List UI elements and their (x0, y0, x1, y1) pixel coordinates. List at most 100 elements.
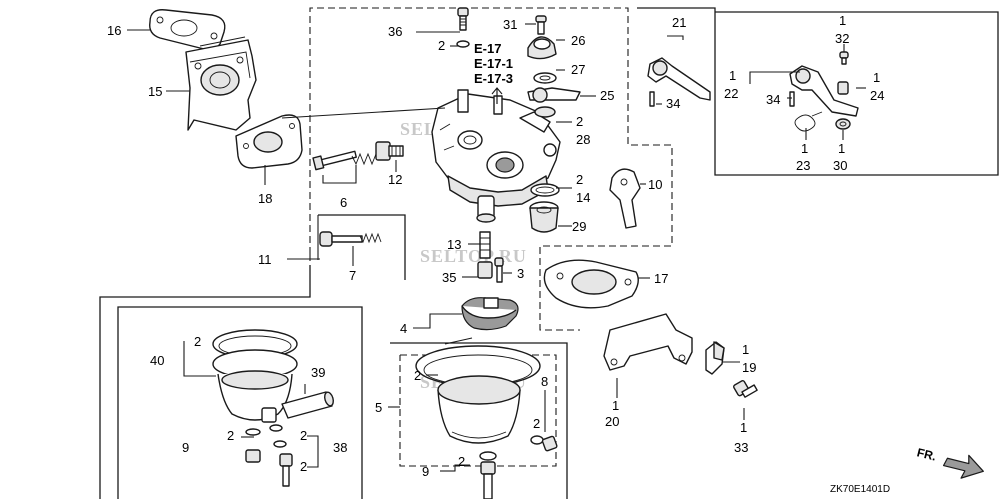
part-12-screw (375, 141, 404, 161)
callout-14: 14 (576, 190, 590, 205)
part-18-gasket (235, 114, 303, 169)
callout-29: 29 (572, 219, 586, 234)
callout-25: 25 (600, 88, 614, 103)
part-3-screw (494, 257, 504, 283)
callout-2-for-40: 2 (194, 334, 201, 349)
part-36-screw (457, 7, 469, 31)
ref-e-17: E-17 (474, 41, 501, 56)
part-26-cap (527, 36, 557, 60)
callout-6: 6 (340, 195, 347, 210)
callout-2-for-5: 2 (414, 368, 421, 383)
part-4-float (444, 297, 519, 345)
part-8-drain-screw (530, 435, 558, 452)
callout-17: 17 (654, 271, 668, 286)
callout-1-for-24: 1 (873, 70, 880, 85)
callout-1-for-19: 1 (742, 342, 749, 357)
part-14-o-ring (530, 183, 560, 197)
callout-9-left: 9 (182, 440, 189, 455)
callout-2-for-36: 2 (438, 38, 445, 53)
callout-2-for-9-left: 2 (227, 428, 234, 443)
diagram-code: ZK70E1401D (830, 484, 890, 495)
ref-e-17-3: E-17-3 (474, 71, 513, 86)
ref-e-17-1: E-17-1 (474, 56, 513, 71)
part-10-clip (609, 168, 641, 229)
callout-35: 35 (442, 270, 456, 285)
callout-19: 19 (742, 360, 756, 375)
callout-8: 8 (541, 374, 548, 389)
callout-40: 40 (150, 353, 164, 368)
callout-22: 22 (724, 86, 738, 101)
callout-2-for-28: 2 (576, 114, 583, 129)
callout-34-left: 34 (666, 96, 680, 111)
callout-2-for-14: 2 (576, 172, 583, 187)
callout-39: 39 (311, 365, 325, 380)
callout-1-for-22: 1 (729, 68, 736, 83)
part-24-nut (837, 81, 849, 95)
part-27-ring (533, 72, 557, 84)
part-17-gasket (543, 259, 639, 309)
callout-26: 26 (571, 33, 585, 48)
part-35-nozzle (477, 261, 493, 279)
callout-33: 33 (734, 440, 748, 455)
callout-11: 11 (258, 252, 272, 267)
callout-38: 38 (333, 440, 347, 455)
part-15-insulator-plate (185, 36, 257, 131)
callout-31: 31 (503, 17, 517, 32)
callout-2-for-38-b: 2 (300, 459, 307, 474)
callout-24: 24 (870, 88, 884, 103)
part-14-o-ring-inner (535, 186, 555, 194)
part-39-tube (281, 391, 335, 419)
group-frames (99, 7, 999, 499)
part-9-bolt-bottom (479, 451, 497, 499)
group-callout-labels: 16 15 18 6 12 36 2 31 26 27 25 2 28 2 14… (107, 13, 884, 479)
callout-2-for-8: 2 (533, 416, 540, 431)
callout-1-for-23: 1 (801, 141, 808, 156)
callout-2-for-9-bottom: 2 (458, 454, 465, 469)
part-21-lever (647, 57, 711, 107)
part-carburetor-body (431, 89, 561, 223)
callout-1-for-20: 1 (612, 398, 619, 413)
part-16-gasket (149, 9, 226, 51)
callout-10: 10 (648, 177, 662, 192)
part-31-screw (535, 15, 547, 35)
callout-5: 5 (375, 400, 382, 415)
callout-9-bottom: 9 (422, 464, 429, 479)
reference-arrow-icon (491, 87, 503, 104)
group-reference-labels: E-17 E-17-1 E-17-3 (474, 41, 513, 86)
part-33-screw (733, 380, 758, 398)
callout-20: 20 (605, 414, 619, 429)
callout-13: 13 (447, 237, 461, 252)
callout-1-for-32: 1 (839, 13, 846, 28)
callout-15: 15 (148, 84, 162, 99)
front-direction-label: FR. (916, 445, 938, 463)
part-6-throttle-stop-screw (312, 150, 377, 171)
part-13-main-jet (479, 231, 491, 259)
callout-16: 16 (107, 23, 121, 38)
callout-21: 21 (672, 15, 686, 30)
part-38-screw (261, 407, 293, 487)
callout-1-for-30: 1 (838, 141, 845, 156)
callout-18: 18 (258, 191, 272, 206)
part-9-bolt-left (245, 428, 261, 463)
callout-36: 36 (388, 24, 402, 39)
callout-32: 32 (835, 31, 849, 46)
callout-27: 27 (571, 62, 585, 77)
part-2-washer-36 (456, 40, 470, 48)
callout-30: 30 (833, 158, 847, 173)
part-29-cap (529, 201, 559, 233)
part-23-spring (794, 111, 823, 132)
part-25-lever (527, 87, 581, 103)
callout-23: 23 (796, 158, 810, 173)
callout-28: 28 (576, 132, 590, 147)
part-20-bracket (603, 313, 693, 371)
callout-7: 7 (349, 268, 356, 283)
callout-1-for-33: 1 (740, 420, 747, 435)
group-leader-lines (127, 23, 866, 472)
callout-3: 3 (517, 266, 524, 281)
part-30-nut (835, 118, 851, 130)
callout-4: 4 (400, 321, 407, 336)
front-direction-arrow-icon (942, 454, 984, 479)
callout-2-for-38-a: 2 (300, 428, 307, 443)
part-float-bowl (415, 345, 541, 444)
